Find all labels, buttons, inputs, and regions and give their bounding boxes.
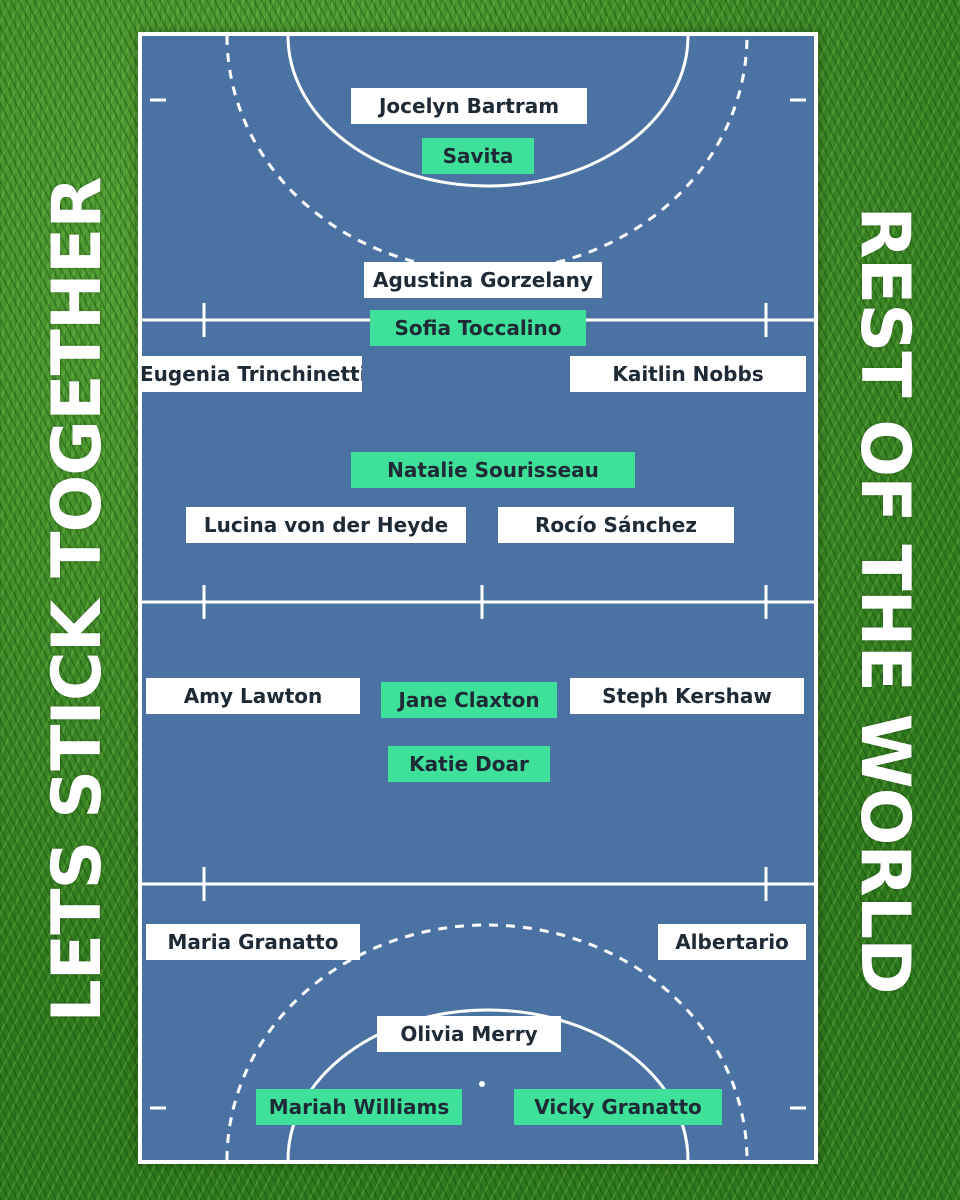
player-label-rocio-sanchez: Rocío Sánchez [498, 507, 734, 543]
player-label-eugenia-trinchinetti: Eugenia Trinchinetti [140, 356, 362, 392]
player-label-amy-lawton: Amy Lawton [146, 678, 360, 714]
player-label-agustina-gorzelany: Agustina Gorzelany [364, 262, 602, 298]
player-label-mariah-williams: Mariah Williams [256, 1089, 462, 1125]
left-slogan: LETS STICK TOGETHER [38, 177, 117, 1023]
player-label-steph-kershaw: Steph Kershaw [570, 678, 804, 714]
player-label-savita: Savita [422, 138, 534, 174]
player-label-katie-doar: Katie Doar [388, 746, 550, 782]
penalty-spot [479, 1081, 485, 1087]
player-label-olivia-merry: Olivia Merry [377, 1016, 561, 1052]
player-label-vicky-granatto: Vicky Granatto [514, 1089, 722, 1125]
right-slogan: REST OF THE WORLD [845, 206, 924, 994]
player-label-kaitlin-nobbs: Kaitlin Nobbs [570, 356, 806, 392]
player-label-natalie-sourisseau: Natalie Sourisseau [351, 452, 635, 488]
player-label-lucina-von-der-heyde: Lucina von der Heyde [186, 507, 466, 543]
top-shooting-circle [286, 36, 690, 188]
player-label-sofia-toccalino: Sofia Toccalino [370, 310, 586, 346]
player-label-jocelyn-bartram: Jocelyn Bartram [351, 88, 587, 124]
player-label-albertario: Albertario [658, 924, 806, 960]
player-label-maria-granatto: Maria Granatto [146, 924, 360, 960]
hockey-pitch [138, 32, 818, 1164]
pitch-markings [142, 36, 814, 1160]
player-label-jane-claxton: Jane Claxton [381, 682, 557, 718]
